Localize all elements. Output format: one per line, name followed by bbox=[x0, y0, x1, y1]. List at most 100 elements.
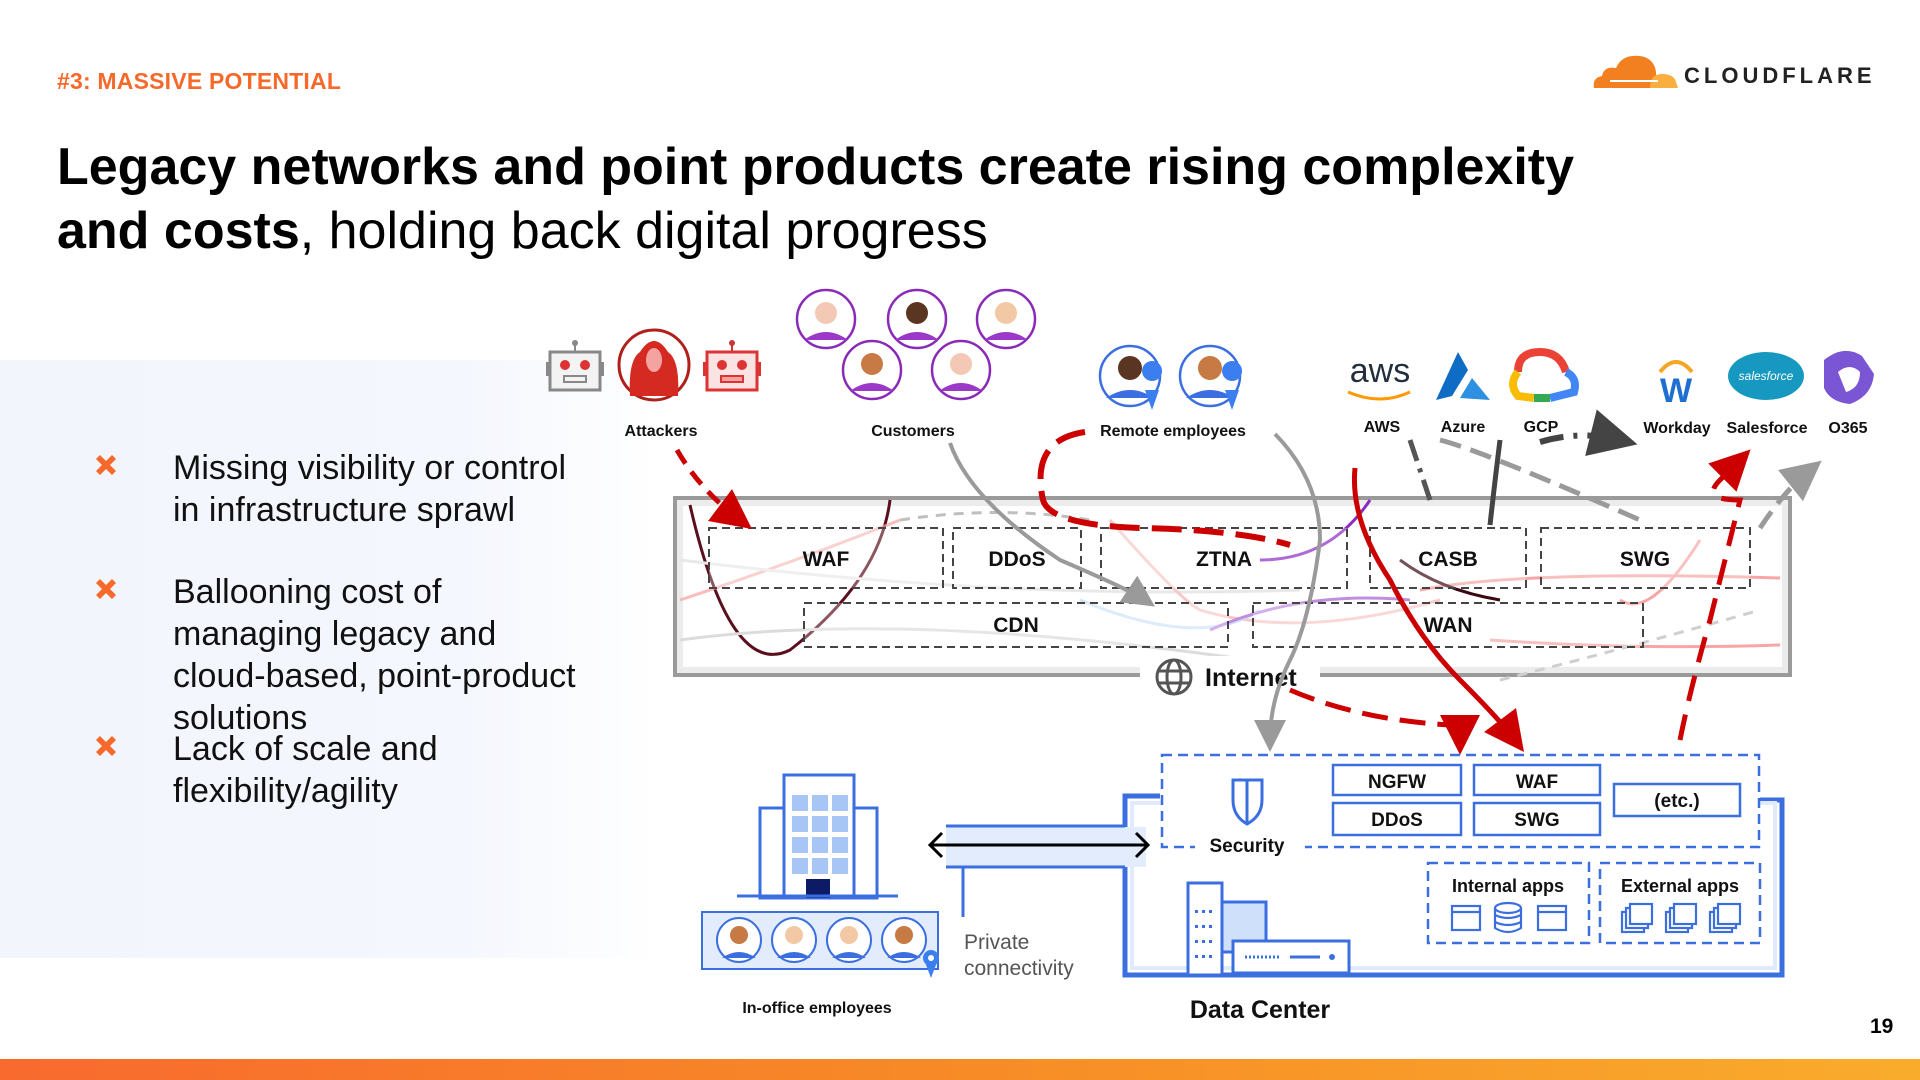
data-center-label: Data Center bbox=[1190, 996, 1331, 1024]
customers-label: Customers bbox=[871, 423, 955, 440]
security-label: Security bbox=[1210, 836, 1285, 857]
slide-number: 19 bbox=[1870, 1015, 1894, 1038]
office-employee-avatar-icon bbox=[881, 917, 927, 963]
title-light: , holding back digital progress bbox=[299, 202, 988, 260]
ddos-label: DDoS bbox=[988, 548, 1045, 571]
location-pin-icon bbox=[1142, 361, 1163, 410]
external-app-icon bbox=[1664, 902, 1698, 934]
attackers-group: Attackers bbox=[546, 328, 761, 440]
robot-icon bbox=[546, 340, 604, 392]
svg-text:W: W bbox=[1660, 372, 1693, 410]
salesforce-label: Salesforce bbox=[1727, 420, 1808, 437]
gcp-label: GCP bbox=[1524, 419, 1559, 436]
security-box-ddos bbox=[1331, 801, 1463, 837]
location-pin-icon bbox=[923, 950, 939, 978]
salesforce-logo-icon: salesforce bbox=[1728, 352, 1804, 400]
ztna-label: ZTNA bbox=[1196, 548, 1252, 571]
wan-label: WAN bbox=[1424, 614, 1473, 637]
security-box-swg bbox=[1472, 801, 1602, 837]
internet-box: WAF DDoS ZTNA CASB SWG CDN WAN Internet bbox=[673, 496, 1792, 696]
location-pin-icon bbox=[1222, 361, 1243, 410]
azure-logo-icon bbox=[1436, 352, 1490, 400]
casb-label: CASB bbox=[1418, 548, 1478, 571]
browser-window-icon bbox=[1536, 904, 1568, 932]
external-apps-label: External apps bbox=[1621, 876, 1739, 896]
left-panel: Missing visibility or control in infrast… bbox=[0, 360, 660, 958]
security-box-ngfw bbox=[1331, 763, 1463, 797]
bullet-text: Ballooning cost of managing legacy and c… bbox=[173, 573, 576, 737]
x-mark-icon bbox=[96, 579, 116, 599]
internal-apps-zone bbox=[1426, 861, 1591, 945]
office-building-icon bbox=[737, 773, 898, 900]
dc-waf-label: WAF bbox=[1516, 772, 1558, 793]
customers-group: Customers bbox=[795, 288, 1037, 440]
section-label: #3: MASSIVE POTENTIAL bbox=[57, 68, 342, 94]
server-icon bbox=[1231, 939, 1351, 975]
title-bold: Legacy networks and point products creat… bbox=[57, 138, 1575, 260]
external-apps-zone bbox=[1598, 861, 1762, 945]
internet-box-waf bbox=[708, 527, 944, 589]
internet-box-swg bbox=[1540, 527, 1751, 589]
customer-avatar-icon bbox=[886, 288, 948, 350]
dc-swg-label: SWG bbox=[1514, 810, 1559, 831]
internet-box-casb bbox=[1369, 527, 1527, 589]
office-employee-avatar-icon bbox=[826, 917, 872, 963]
hacker-avatar-icon bbox=[617, 328, 691, 402]
remote-employees-group: Remote employees bbox=[1098, 344, 1246, 440]
svg-text:salesforce: salesforce bbox=[1739, 369, 1794, 383]
customer-avatar-icon bbox=[930, 339, 992, 401]
cloud-logo-icon bbox=[1593, 55, 1678, 88]
internal-apps-label: Internal apps bbox=[1452, 876, 1564, 896]
cloud-providers-group: aws AWS Azure GCP bbox=[1347, 347, 1579, 436]
swg-label: SWG bbox=[1620, 548, 1670, 571]
database-icon bbox=[1493, 901, 1523, 934]
cloudflare-logo: CLOUDFLARE bbox=[1588, 48, 1872, 98]
azure-label: Azure bbox=[1441, 419, 1486, 436]
cdn-label: CDN bbox=[993, 614, 1039, 637]
attackers-label: Attackers bbox=[625, 423, 698, 440]
bullet-text: Lack of scale and flexibility/agility bbox=[173, 730, 438, 810]
o365-logo-icon bbox=[1824, 350, 1874, 404]
bullet-text: Missing visibility or control in infrast… bbox=[173, 449, 566, 529]
dc-ddos-label: DDoS bbox=[1371, 810, 1423, 831]
etc-label: (etc.) bbox=[1654, 791, 1699, 812]
svg-text:aws: aws bbox=[1350, 352, 1410, 390]
aws-label: AWS bbox=[1364, 419, 1401, 436]
security-box-etc bbox=[1612, 782, 1742, 818]
shield-icon bbox=[1231, 778, 1264, 826]
customer-avatar-icon bbox=[795, 288, 857, 350]
tangled-connections bbox=[679, 499, 1781, 682]
waf-label: WAF bbox=[803, 548, 850, 571]
customer-avatar-icon bbox=[975, 288, 1037, 350]
page-title: Legacy networks and point products creat… bbox=[57, 135, 1677, 263]
external-app-icon bbox=[1708, 902, 1742, 934]
ngfw-label: NGFW bbox=[1368, 772, 1426, 793]
office-employee-avatar-icon bbox=[771, 917, 817, 963]
external-app-icon bbox=[1620, 902, 1654, 934]
workday-label: Workday bbox=[1643, 420, 1710, 437]
flow-arrows bbox=[674, 409, 1822, 755]
in-office-employees-label: In-office employees bbox=[742, 1000, 891, 1017]
remote-employee-avatar-icon bbox=[1178, 344, 1242, 408]
workday-logo-icon: W bbox=[1658, 360, 1694, 410]
gcp-logo-icon bbox=[1509, 347, 1579, 402]
footer-gradient-bar bbox=[0, 1059, 1920, 1080]
internet-box-cdn bbox=[803, 602, 1229, 648]
internet-box-wan bbox=[1252, 602, 1644, 648]
angry-robot-icon bbox=[703, 340, 761, 392]
globe-icon bbox=[1155, 658, 1193, 696]
o365-label: O365 bbox=[1828, 420, 1867, 437]
logo-text: CLOUDFLARE bbox=[1684, 63, 1876, 88]
remote-employees-label: Remote employees bbox=[1100, 423, 1246, 440]
security-box-waf bbox=[1472, 763, 1602, 797]
customer-avatar-icon bbox=[841, 339, 903, 401]
office-employee-avatar-icon bbox=[716, 917, 762, 963]
browser-window-icon bbox=[1450, 904, 1482, 932]
x-mark-icon bbox=[96, 736, 116, 756]
saas-group: W Workday salesforce Salesforce O365 bbox=[1643, 350, 1874, 437]
aws-logo-icon: aws bbox=[1347, 352, 1411, 401]
office-group: In-office employees bbox=[701, 773, 939, 1017]
